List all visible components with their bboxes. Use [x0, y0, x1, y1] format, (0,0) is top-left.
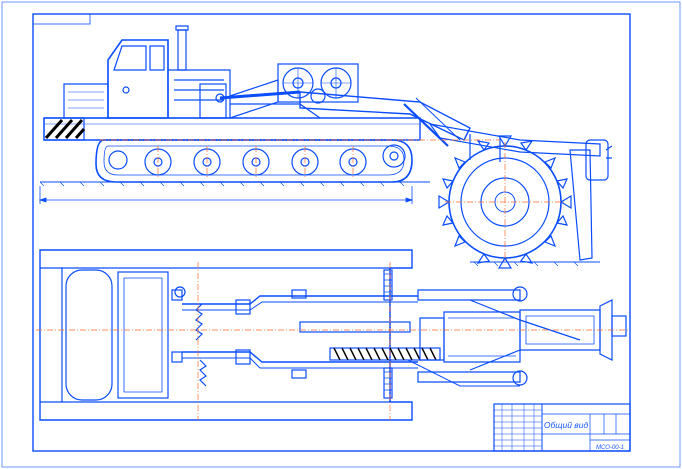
corner-stamp	[32, 13, 91, 25]
plan-outline	[39, 249, 413, 421]
title-block-designation: МСО-00-1	[596, 445, 624, 451]
drawing-frame	[32, 13, 631, 452]
spring-upper	[195, 303, 203, 341]
hatched-cylinder	[329, 347, 441, 361]
plan-view	[39, 249, 627, 421]
hull	[43, 117, 421, 141]
spring-lower	[199, 359, 207, 387]
center-lines-plan	[36, 262, 630, 420]
center-lines-side	[100, 139, 565, 262]
boom-arm	[299, 91, 471, 141]
hatched-bumper	[43, 117, 86, 141]
title-block: Общий вид МСО-00-1	[493, 403, 631, 452]
road-wheels	[108, 144, 406, 176]
cooling-fans	[277, 63, 359, 103]
exhaust-pipe	[177, 29, 187, 71]
hydraulic-cylinder	[219, 90, 301, 100]
track-outline	[95, 139, 413, 183]
overall-length-dimension	[38, 186, 414, 204]
title-block-title: Общий вид	[544, 420, 589, 430]
side-view	[39, 25, 613, 187]
cab	[107, 39, 169, 119]
engine-hood	[63, 83, 109, 119]
